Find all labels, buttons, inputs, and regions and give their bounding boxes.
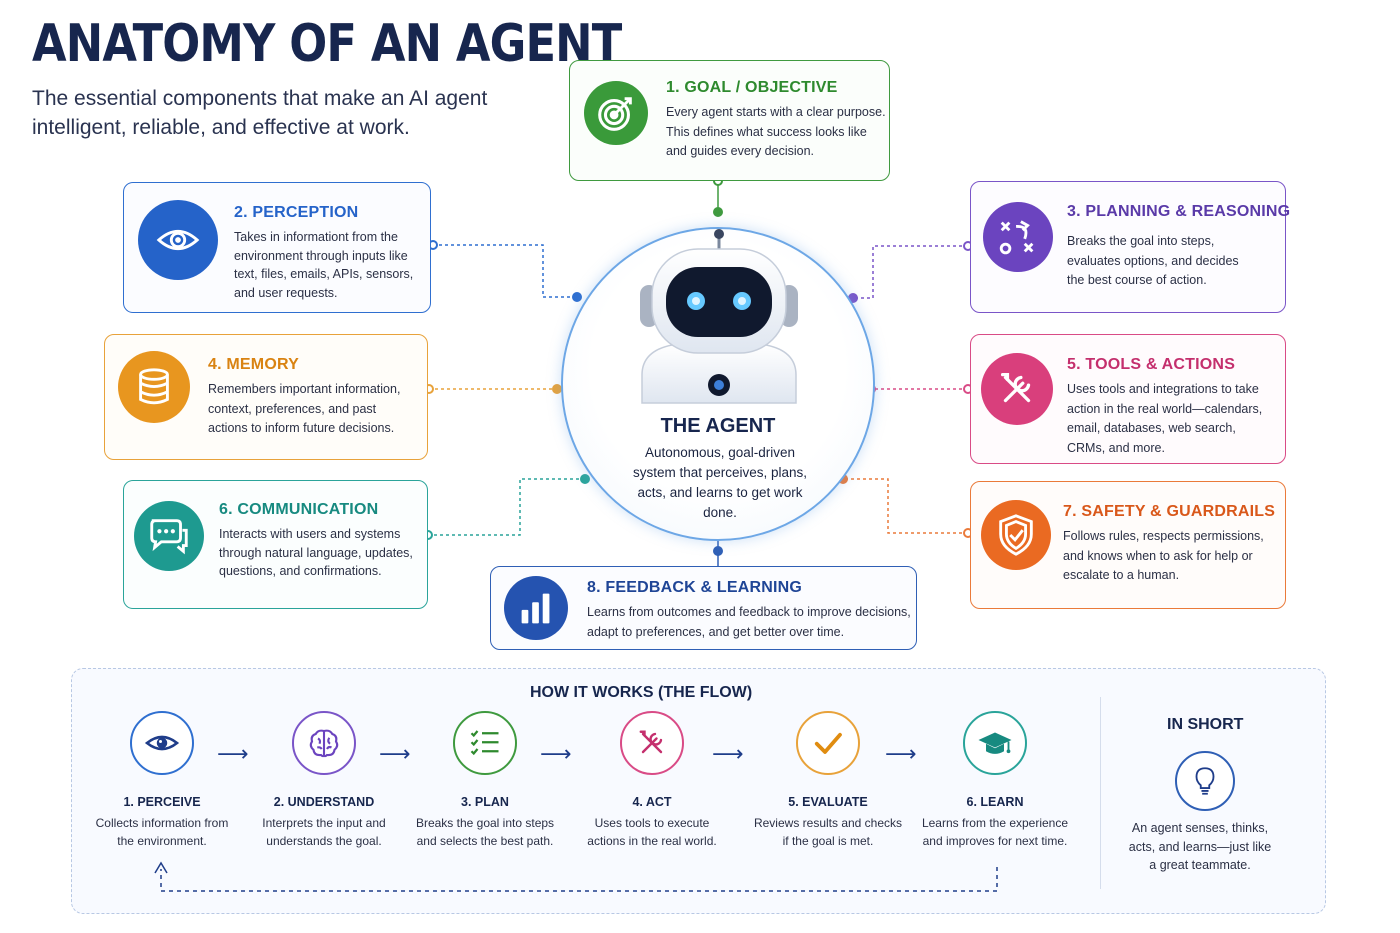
flow-step-understand-description: Interprets the input and understands the… — [262, 816, 386, 848]
card-communication-title: 6. COMMUNICATION — [219, 501, 379, 518]
card-perception-description: Takes in informationt from the environme… — [234, 230, 414, 300]
bar-chart-icon — [504, 576, 568, 640]
arrow-right-icon: ⟶ — [540, 741, 572, 766]
brain-icon — [292, 711, 356, 775]
card-safety-title: 7. SAFETY & GUARDRAILS — [1063, 503, 1276, 520]
card-planning-description: Breaks the goal into steps, evaluates op… — [1067, 234, 1239, 287]
card-tools-title: 5. TOOLS & ACTIONS — [1067, 356, 1236, 373]
tools-icon — [981, 353, 1053, 425]
flow-loop-arrow — [154, 861, 998, 892]
database-icon — [118, 351, 190, 423]
card-goal-title: 1. GOAL / OBJECTIVE — [666, 79, 838, 96]
in-short-description: An agent senses, thinks, acts, and learn… — [1128, 821, 1272, 872]
target-icon — [584, 81, 648, 145]
card-memory-description: Remembers important information, context… — [208, 382, 401, 435]
arrow-right-icon: ⟶ — [885, 741, 917, 766]
robot-icon — [640, 229, 798, 404]
card-goal: 1. GOAL / OBJECTIVE Every agent starts w… — [569, 60, 890, 181]
agent-center-circle: THE AGENT Autonomous, goal-driven system… — [561, 227, 875, 541]
flow-step-learn: 6. LEARN Learns from the experience and … — [920, 711, 1070, 850]
flow-step-understand: 2. UNDERSTAND Interprets the input and u… — [249, 711, 399, 850]
agent-title: THE AGENT — [660, 415, 776, 437]
tools-icon — [620, 711, 684, 775]
card-goal-description: Every agent starts with a clear purpose.… — [666, 105, 886, 158]
arrow-right-icon: ⟶ — [712, 741, 744, 766]
flow-divider — [1100, 697, 1101, 889]
strategy-icon — [983, 202, 1053, 272]
flow-step-evaluate: 5. EVALUATE Reviews results and checks i… — [753, 711, 903, 850]
card-perception: 2. PERCEPTION Takes in informationt from… — [123, 182, 431, 313]
page-title: ANATOMY OF AN AGENT — [32, 14, 622, 74]
card-memory: 4. MEMORY Remembers important informatio… — [104, 334, 428, 460]
flow-section: HOW IT WORKS (THE FLOW) 1. PERCEIVE Coll… — [71, 668, 1326, 914]
card-feedback-title: 8. FEEDBACK & LEARNING — [587, 579, 803, 596]
card-tools: 5. TOOLS & ACTIONS Uses tools and integr… — [970, 334, 1286, 464]
flow-step-plan: 3. PLAN Breaks the goal into steps and s… — [410, 711, 560, 850]
chat-icon — [134, 501, 204, 571]
card-safety: 7. SAFETY & GUARDRAILS Follows rules, re… — [970, 481, 1286, 609]
card-perception-title: 2. PERCEPTION — [234, 204, 359, 221]
flow-step-perceive-description: Collects information from the environmen… — [95, 816, 229, 848]
arrow-right-icon: ⟶ — [217, 741, 249, 766]
flow-step-act-title: 4. ACT — [632, 795, 672, 809]
flow-step-perceive-title: 1. PERCEIVE — [123, 795, 201, 809]
card-memory-title: 4. MEMORY — [208, 356, 299, 373]
flow-step-act-description: Uses tools to execute actions in the rea… — [587, 816, 717, 848]
eye-icon — [130, 711, 194, 775]
flow-step-evaluate-description: Reviews results and checks if the goal i… — [753, 816, 903, 848]
checklist-icon — [453, 711, 517, 775]
flow-step-plan-description: Breaks the goal into steps and selects t… — [415, 816, 555, 848]
flow-step-perceive: 1. PERCEIVE Collects information from th… — [87, 711, 237, 850]
flow-step-learn-description: Learns from the experience and improves … — [921, 816, 1069, 848]
card-safety-description: Follows rules, respects permissions, and… — [1063, 529, 1264, 582]
flow-step-act: 4. ACT Uses tools to execute actions in … — [577, 711, 727, 850]
arrow-right-icon: ⟶ — [379, 741, 411, 766]
card-communication: 6. COMMUNICATION Interacts with users an… — [123, 480, 428, 609]
card-tools-description: Uses tools and integrations to take acti… — [1067, 382, 1263, 455]
card-planning-title: 3. PLANNING & REASONING — [1067, 203, 1291, 220]
lightbulb-icon — [1175, 751, 1235, 811]
page-subtitle: The essential components that make an AI… — [32, 87, 488, 139]
card-communication-description: Interacts with users and systems through… — [219, 527, 413, 578]
shield-icon — [981, 500, 1051, 570]
eye-icon — [138, 200, 218, 280]
flow-title: HOW IT WORKS (THE FLOW) — [530, 684, 753, 701]
flow-step-plan-title: 3. PLAN — [461, 795, 509, 809]
flow-step-understand-title: 2. UNDERSTAND — [273, 795, 375, 809]
agent-description: Autonomous, goal-driven system that perc… — [632, 445, 808, 520]
in-short-title: IN SHORT — [1167, 716, 1244, 733]
card-planning: 3. PLANNING & REASONING Breaks the goal … — [970, 181, 1290, 313]
graduation-cap-icon — [963, 711, 1027, 775]
flow-step-evaluate-title: 5. EVALUATE — [788, 795, 868, 809]
card-feedback-description: Learns from outcomes and feedback to imp… — [587, 605, 911, 639]
checkmark-icon — [796, 711, 860, 775]
card-feedback: 8. FEEDBACK & LEARNING Learns from outco… — [490, 566, 917, 650]
flow-step-learn-title: 6. LEARN — [966, 795, 1024, 809]
